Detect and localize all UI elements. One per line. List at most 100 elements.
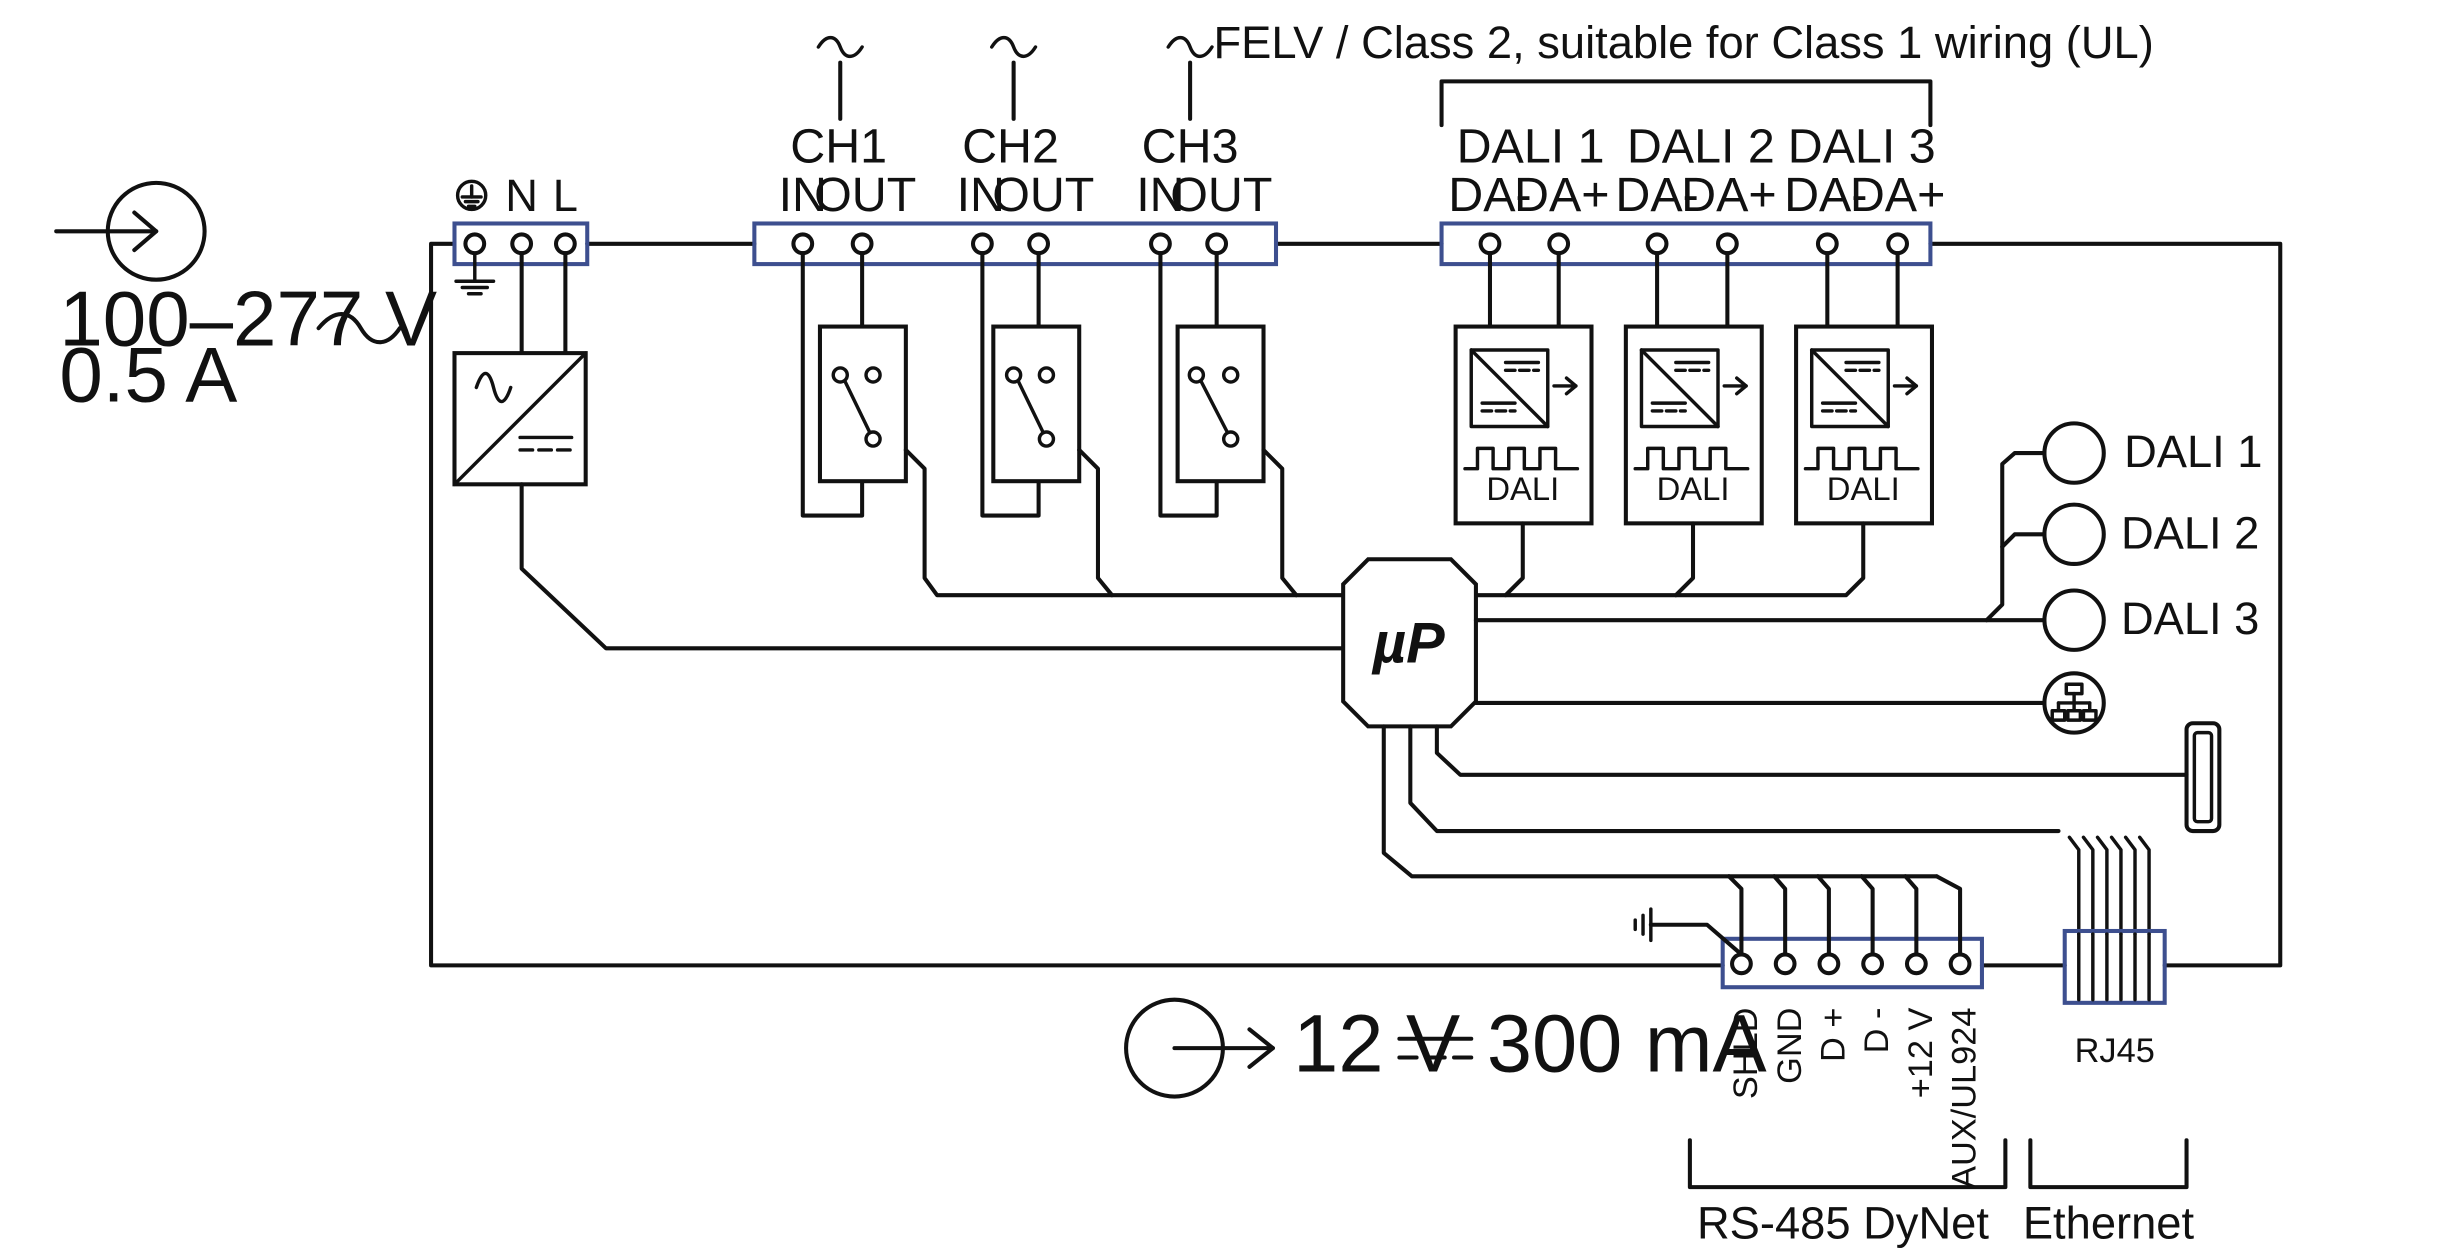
terminal-label-shld: SHLD xyxy=(1727,1008,1765,1100)
dali-neg-label: DA- xyxy=(1784,168,1867,222)
outer-loop-wiring xyxy=(429,241,2283,968)
terminal-pe xyxy=(463,232,487,256)
terminal-out xyxy=(1205,232,1229,256)
terminal-strip xyxy=(1439,221,1933,267)
terminal-out xyxy=(850,232,874,256)
pulse-wave-icon xyxy=(1633,446,1750,471)
rs485-bracket xyxy=(1687,1138,2008,1190)
ethernet-group-label: Ethernet xyxy=(2023,1198,2195,1249)
channel-out-label: OUT xyxy=(1170,168,1272,222)
dali-neg-label: DA- xyxy=(1448,168,1531,222)
terminal-in xyxy=(791,232,815,256)
channel-in-label: IN xyxy=(779,168,827,222)
rs485-group-label: RS-485 DyNet xyxy=(1697,1198,1989,1249)
channel-out-label: OUT xyxy=(814,168,916,222)
indicator-label: DALI 2 xyxy=(2121,507,2259,558)
ethernet-wires xyxy=(2067,835,2151,936)
ac-symbol-icon xyxy=(816,35,864,59)
channel-in-label: IN xyxy=(957,168,1005,222)
network-icon xyxy=(2042,671,2106,735)
indicator-label: DALI 1 xyxy=(2124,426,2262,477)
ethernet-bracket xyxy=(2028,1138,2189,1190)
terminal-da-neg xyxy=(1645,232,1669,256)
dali-2-indicator: DALI 2 xyxy=(2042,502,2259,566)
terminal-l xyxy=(553,232,577,256)
status-indicators: DALI 1 DALI 2 DALI 3 xyxy=(2042,421,2263,834)
terminal-label-12v: +12 V xyxy=(1902,1007,1940,1098)
dali-pos-label: DA+ xyxy=(1681,168,1777,222)
module-label: DALI xyxy=(1486,470,1559,507)
dali-3-indicator: DALI 3 xyxy=(2042,588,2259,652)
dali-output-2: DALI 2 DA- DA+ DALI xyxy=(1615,120,1777,598)
terminal-d-plus xyxy=(1817,952,1841,976)
rj45-port xyxy=(2062,928,2167,1005)
terminal-label-aux: AUX/UL924 xyxy=(1946,1008,1984,1189)
dali-label: DALI 3 xyxy=(1788,120,1936,174)
usb-port-icon xyxy=(2184,721,2222,834)
terminal-da-pos xyxy=(1715,232,1739,256)
dali-1-indicator: DALI 1 xyxy=(2042,421,2263,485)
aux-current: 300 mA xyxy=(1487,999,1767,1090)
indicator-label: DALI 3 xyxy=(2121,593,2259,644)
channel-out-label: OUT xyxy=(992,168,1094,222)
ground-icon xyxy=(454,251,496,296)
module-label: DALI xyxy=(1827,470,1900,507)
relay-switch xyxy=(1175,324,1266,484)
felv-bracket xyxy=(1439,79,1933,128)
mains-terminal-block: N L xyxy=(452,170,590,356)
dali-section: FELV / Class 2, suitable for Class 1 wir… xyxy=(1213,17,2154,598)
terminal-n xyxy=(510,232,534,256)
terminal-label-n: N xyxy=(505,170,538,221)
dali-neg-label: DA- xyxy=(1615,168,1698,222)
dali-driver-module: DALI xyxy=(1794,324,1935,526)
rj45-label: RJ45 xyxy=(2075,1032,2155,1070)
channel-in-label: IN xyxy=(1136,168,1184,222)
aux-voltage: 12 V xyxy=(1293,999,1460,1090)
channel-label: CH2 xyxy=(962,120,1059,174)
rs485-section: SHLD GND D + D - +12 V AUX/UL924 RS-485 … xyxy=(1633,874,2008,1249)
pulse-wave-icon xyxy=(1803,446,1920,471)
terminal-da-pos xyxy=(1547,232,1571,256)
dali-driver-module: DALI xyxy=(1623,324,1764,526)
channel-label: CH3 xyxy=(1142,120,1239,174)
dali-pos-label: DA+ xyxy=(1514,168,1610,222)
processor-label: µP xyxy=(1371,611,1445,675)
terminal-da-pos xyxy=(1886,232,1910,256)
terminal-12v xyxy=(1904,952,1928,976)
dc-symbol-icon xyxy=(1397,1036,1474,1060)
dali-pos-label: DA+ xyxy=(1850,168,1946,222)
terminal-d-minus xyxy=(1861,952,1885,976)
protective-earth-icon xyxy=(455,179,488,212)
terminal-shld xyxy=(1730,952,1753,976)
terminal-label-gnd: GND xyxy=(1771,1008,1809,1084)
dali-output-1: DALI 1 DA- DA+ DALI xyxy=(1448,120,1610,598)
ac-dc-converter xyxy=(452,351,1346,651)
supply-current: 0.5 A xyxy=(59,331,237,419)
terminal-gnd xyxy=(1773,952,1797,976)
terminal-strip xyxy=(752,221,1279,267)
channel-1: CH1 IN OUT xyxy=(779,35,1346,598)
ac-symbol-icon xyxy=(990,35,1038,59)
terminal-label-d-plus: D + xyxy=(1815,1008,1853,1062)
channel-label: CH1 xyxy=(790,120,887,174)
terminal-out xyxy=(1027,232,1051,256)
channel-3: CH3 IN OUT xyxy=(1136,35,1299,598)
terminal-label-d-minus: D - xyxy=(1858,1008,1896,1054)
terminal-aux xyxy=(1948,952,1972,976)
dali-output-3: DALI 3 DA- DA+ DALI xyxy=(1503,120,1946,598)
terminal-label-l: L xyxy=(553,170,578,221)
terminal-strip xyxy=(1720,936,1984,990)
felv-note: FELV / Class 2, suitable for Class 1 wir… xyxy=(1213,17,2153,68)
relay-switch xyxy=(817,324,908,484)
ac-wave-icon xyxy=(316,312,402,345)
channel-2: CH2 IN OUT xyxy=(957,35,1115,598)
dali-label: DALI 1 xyxy=(1457,120,1605,174)
microprocessor: µP xyxy=(1341,451,2189,879)
module-label: DALI xyxy=(1657,470,1730,507)
relay-switch xyxy=(991,324,1082,484)
supply-input: 100–277 V 0.5 A xyxy=(54,180,437,419)
ac-symbol-icon xyxy=(1166,35,1214,59)
terminal-da-neg xyxy=(1815,232,1839,256)
terminal-in xyxy=(1149,232,1172,256)
